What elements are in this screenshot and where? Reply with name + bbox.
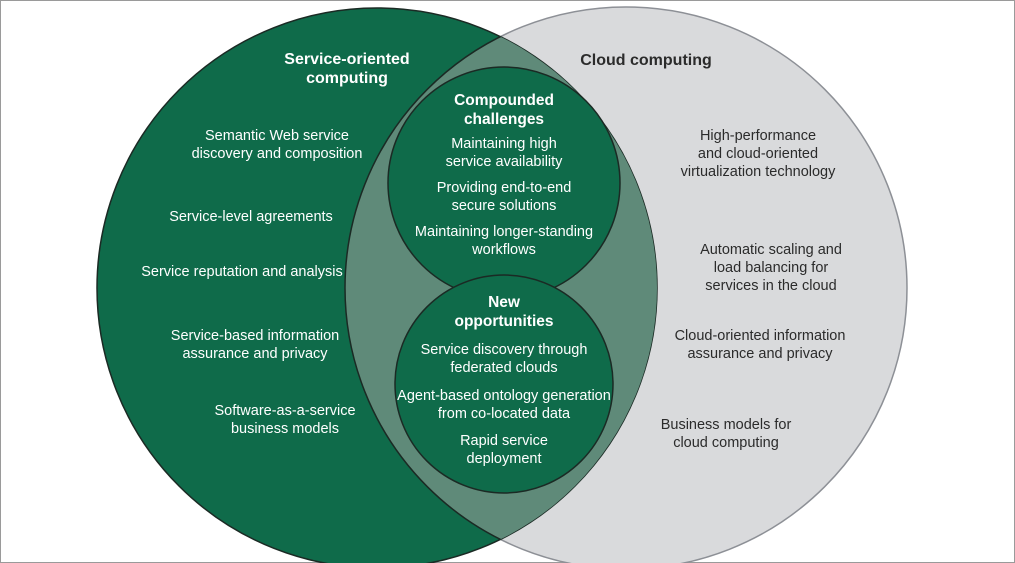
left-item-semantic-web: Semantic Web service discovery and compo…	[191, 128, 363, 162]
right-item-virtualization: High-performance and cloud-oriented virt…	[680, 128, 836, 180]
right-title: Cloud computing	[580, 52, 712, 69]
opportunity-deployment: Rapid service deployment	[460, 433, 548, 467]
left-item-assurance: Service-based information assurance and …	[170, 328, 340, 362]
opportunity-ontology: Agent-based ontology generation from co-…	[397, 388, 611, 422]
left-item-saas: Software-as-a-service business models	[214, 403, 356, 437]
challenge-security: Providing end-to-end secure solutions	[436, 180, 572, 214]
challenge-workflows: Maintaining longer-standing workflows	[414, 224, 594, 258]
opportunities-circle	[394, 274, 614, 494]
left-title: Service-oriented computing	[284, 51, 410, 87]
opportunities-title: New opportunities	[454, 294, 554, 330]
right-item-scaling: Automatic scaling and load balancing for…	[700, 242, 842, 294]
right-item-cloud-assurance: Cloud-oriented information assurance and…	[674, 328, 846, 362]
left-item-sla: Service-level agreements	[169, 209, 333, 225]
challenge-availability: Maintaining high service availability	[445, 136, 563, 170]
challenges-title: Compounded challenges	[454, 92, 554, 128]
right-item-business-models: Business models for cloud computing	[660, 417, 792, 451]
opportunity-discovery: Service discovery through federated clou…	[420, 342, 588, 376]
left-item-reputation: Service reputation and analysis	[141, 264, 343, 280]
